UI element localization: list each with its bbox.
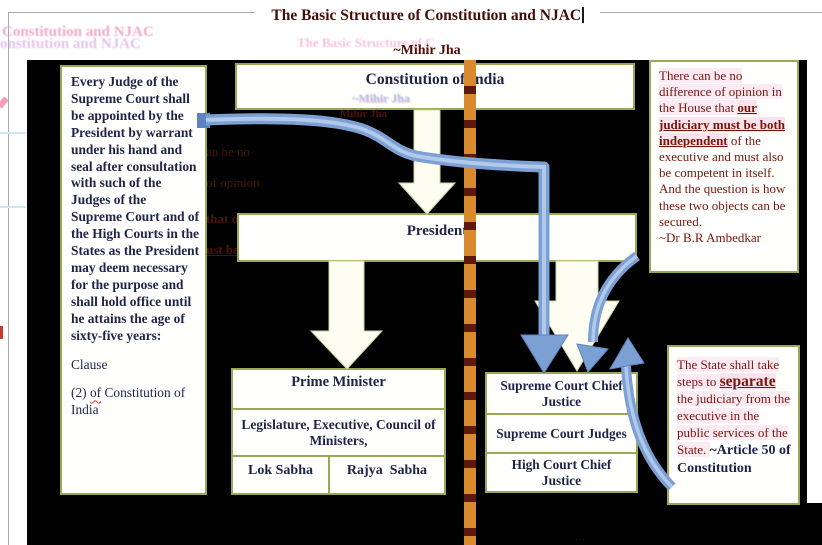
- quote-body-text: Every Judge of the Supreme Court shall b…: [71, 74, 200, 343]
- president-box[interactable]: President: [237, 213, 637, 262]
- ghost-text-artifact: onstitution and NJAC: [0, 36, 141, 52]
- constitution-label: Constitution of India: [365, 71, 505, 88]
- margin-artifact-mark: [0, 326, 3, 339]
- dashed-divider-line[interactable]: [464, 60, 476, 545]
- slide-title-text: The Basic Structure of Constitution and …: [271, 7, 582, 24]
- article-50-quote-box[interactable]: The State shall take steps to separate t…: [667, 345, 800, 505]
- high-court-chief-justice-box[interactable]: High Court Chief Justice: [487, 452, 636, 491]
- quote-pre: There can be no difference of opinion in…: [659, 68, 782, 116]
- clause-label: Clause: [71, 356, 108, 372]
- clause-ref-pre: (2): [71, 385, 90, 401]
- author-credit[interactable]: ~Mihir Jha: [393, 43, 461, 58]
- ambedkar-quote-box[interactable]: There can be no difference of opinion in…: [649, 60, 799, 273]
- legislature-table[interactable]: Prime Minister Legislature, Executive, C…: [231, 368, 446, 495]
- margin-artifact-line: [0, 132, 26, 134]
- ambedkar-attribution: ~Dr B.R Ambedkar: [659, 230, 761, 246]
- article50-emphasis: separate: [719, 373, 776, 390]
- president-label: President: [406, 223, 468, 239]
- quote-post: of the executive and must also be compet…: [659, 132, 786, 229]
- legislature-executive-cell[interactable]: Legislature, Executive, Council of Minis…: [233, 408, 444, 455]
- article50-attribution: ~Article 50 of Constitution: [677, 443, 791, 476]
- judge-appointment-quote-box[interactable]: Every Judge of the Supreme Court shall b…: [60, 65, 207, 495]
- ghost-text-artifact: Constitution and NJAC: [2, 24, 154, 40]
- clause-ref-of: of: [89, 385, 102, 401]
- houses-row: Lok Sabha Rajya Sabha: [233, 455, 444, 493]
- rajya-sabha-cell[interactable]: Rajya Sabha: [346, 463, 428, 478]
- diagram-background-extension: [807, 503, 822, 545]
- slide-title[interactable]: The Basic Structure of Constitution and …: [255, 0, 600, 37]
- clause-reference: (2) of Constitution of India: [71, 385, 200, 419]
- supreme-court-judges-box[interactable]: Supreme Court Judges: [487, 413, 636, 452]
- lok-sabha-cell[interactable]: Lok Sabha: [233, 457, 330, 493]
- judiciary-stack[interactable]: Supreme Court Chief Justice Supreme Cour…: [485, 372, 638, 493]
- slide-boundary-line-vertical: [8, 12, 9, 545]
- ambedkar-quote-text: There can be no difference of opinion in…: [659, 68, 793, 230]
- text-cursor: [582, 7, 584, 23]
- constitution-of-india-box[interactable]: Constitution of India: [235, 63, 635, 110]
- margin-artifact-line: [0, 206, 26, 208]
- prime-minister-cell[interactable]: Prime Minister: [291, 374, 386, 390]
- clause-ref-post: Constitution of India: [71, 385, 186, 418]
- supreme-court-chief-justice-box[interactable]: Supreme Court Chief Justice: [500, 377, 623, 409]
- article-50-text: The State shall take steps to separate t…: [677, 356, 794, 477]
